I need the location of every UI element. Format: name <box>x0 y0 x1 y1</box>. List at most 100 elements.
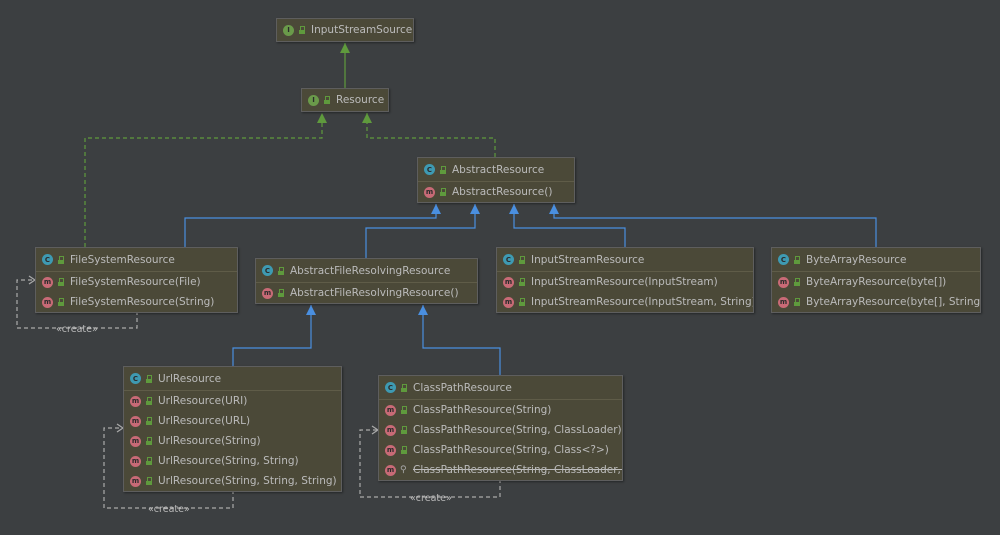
creates-edge <box>359 429 501 498</box>
public-lock-icon <box>57 255 64 264</box>
node-name: ByteArrayResource <box>806 253 907 266</box>
node-name: ClassPathResource <box>413 381 512 394</box>
member-row[interactable]: m UrlResource(String, String, String) <box>124 471 341 491</box>
interface-icon: I <box>308 94 319 106</box>
interface-icon: I <box>283 24 294 36</box>
public-lock-icon <box>57 278 64 286</box>
method-icon: m <box>130 435 141 447</box>
member-row[interactable]: m⚲ClassPathResource(String, ClassLoader,… <box>379 460 622 480</box>
member-name: ClassPathResource(String, ClassLoader, C… <box>413 464 622 476</box>
member-row[interactable]: m UrlResource(URL) <box>124 411 341 431</box>
member-name: UrlResource(String, String, String) <box>158 475 337 487</box>
edge-extends <box>365 204 476 258</box>
arrowhead-icon <box>418 305 428 315</box>
node-name: InputStreamSource <box>311 24 413 36</box>
method-icon: m <box>385 404 396 416</box>
arrowhead-icon <box>549 204 559 214</box>
member-row[interactable]: m ByteArrayResource(byte[]) <box>772 272 980 292</box>
arrowhead-icon <box>470 204 480 214</box>
node-name: FileSystemResource <box>70 253 175 266</box>
member-name: UrlResource(URL) <box>158 415 251 427</box>
edge-extends <box>232 305 312 366</box>
public-lock-icon <box>277 266 284 275</box>
arrowhead-icon <box>431 204 441 214</box>
public-lock-icon <box>145 457 152 465</box>
uml-interface-inputstreamsource[interactable]: I InputStreamSource <box>276 18 414 42</box>
public-lock-icon <box>400 383 407 392</box>
arrowhead-icon <box>340 43 350 53</box>
public-lock-icon <box>145 437 152 445</box>
public-lock-icon <box>145 477 152 485</box>
package-visibility-icon: ⚲ <box>400 465 407 475</box>
arrowhead-icon <box>362 113 372 123</box>
node-header: I InputStreamSource <box>277 19 413 41</box>
class-icon: C <box>778 254 789 265</box>
public-lock-icon <box>518 278 525 286</box>
public-lock-icon <box>400 446 407 454</box>
member-name: InputStreamResource(InputStream, String) <box>531 296 753 308</box>
public-lock-icon <box>145 374 152 383</box>
arrowhead-icon <box>509 204 519 214</box>
public-lock-icon <box>439 188 446 196</box>
edge-implements <box>366 113 496 157</box>
method-icon: m <box>385 444 396 456</box>
public-lock-icon <box>518 255 525 264</box>
public-lock-icon <box>145 397 152 405</box>
member-name: InputStreamResource(InputStream) <box>531 276 718 288</box>
public-lock-icon <box>793 255 800 264</box>
member-name: UrlResource(String, String) <box>158 455 299 467</box>
member-name: ByteArrayResource(byte[]) <box>806 276 947 288</box>
public-lock-icon <box>57 298 64 306</box>
node-name: InputStreamResource <box>531 253 645 266</box>
creates-label: «create» <box>148 504 190 515</box>
member-name: FileSystemResource(String) <box>70 296 215 308</box>
member-name: FileSystemResource(File) <box>70 276 201 288</box>
class-icon: C <box>262 265 273 276</box>
member-row[interactable]: m UrlResource(String, String) <box>124 451 341 471</box>
uml-interface-resource[interactable]: I Resource <box>301 88 389 112</box>
node-name: AbstractFileResolvingResource <box>290 264 451 277</box>
public-lock-icon <box>400 406 407 414</box>
public-lock-icon <box>277 289 284 297</box>
member-name: UrlResource(URI) <box>158 395 248 407</box>
method-icon: m <box>130 475 141 487</box>
member-row[interactable]: m ByteArrayResource(byte[], String) <box>772 292 980 312</box>
method-icon: m <box>778 276 789 288</box>
node-header: C AbstractFileResolvingResource <box>256 259 477 283</box>
node-name: Resource <box>336 94 385 106</box>
member-row[interactable]: m UrlResource(String) <box>124 431 341 451</box>
method-icon: m <box>130 415 141 427</box>
member-name: ByteArrayResource(byte[], String) <box>806 296 980 308</box>
method-icon: m <box>130 455 141 467</box>
class-icon: C <box>130 373 141 384</box>
method-icon: m <box>778 296 789 308</box>
arrowhead-icon <box>317 113 327 123</box>
edge-extends <box>553 204 877 247</box>
class-icon: C <box>424 164 435 175</box>
creates-label: «create» <box>56 324 98 335</box>
class-icon: C <box>503 254 514 265</box>
member-name: UrlResource(String) <box>158 435 261 447</box>
method-icon: m <box>424 186 435 198</box>
member-name: AbstractFileResolvingResource() <box>290 287 459 299</box>
